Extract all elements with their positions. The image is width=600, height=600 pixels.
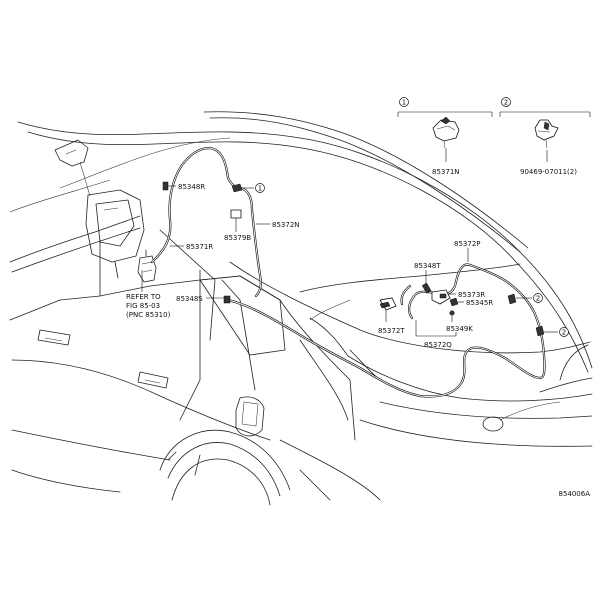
callout-2-upper: 2 xyxy=(536,295,540,303)
callouts: 85348R 1 85372N 85379B 85371R REFER TO F… xyxy=(126,183,569,349)
refer-note-line-1: REFER TO xyxy=(126,293,161,301)
inset-2-key: 2 xyxy=(504,99,508,107)
clip-90469-icon xyxy=(534,119,559,149)
label-85371R: 85371R xyxy=(186,243,213,251)
label-85348T: 85348T xyxy=(414,262,441,270)
label-85372P: 85372P xyxy=(454,240,481,248)
callout-1-circle xyxy=(255,183,265,193)
joint-85348S-icon xyxy=(223,295,231,304)
joint-85348R-icon xyxy=(162,181,169,191)
callout-2-lower-circle xyxy=(559,327,569,337)
grommet-body-icon xyxy=(230,209,242,219)
label-85373R: 85373R xyxy=(458,291,485,299)
callout-2-lower: 2 xyxy=(562,329,566,337)
washer-hose xyxy=(150,146,546,398)
nut-85349K-icon xyxy=(449,310,455,316)
refer-note-line-2: FIG 85-03 xyxy=(126,302,160,310)
washer-pump-icon xyxy=(137,249,157,283)
label-85345R: 85345R xyxy=(466,299,493,307)
label-85348R: 85348R xyxy=(178,183,205,191)
refer-note-line-3: (PNC 85310) xyxy=(126,311,171,319)
label-90469-07011: 90469-07011(2) xyxy=(520,168,577,176)
inset-1-key-circle xyxy=(399,97,409,107)
clip-lower-icon xyxy=(535,325,545,337)
inset-1: 1 85371N xyxy=(397,97,493,176)
inset-1-key: 1 xyxy=(402,99,406,107)
callout-1: 1 xyxy=(258,185,262,193)
figure-code: 854006A xyxy=(558,490,590,498)
label-85372N: 85372N xyxy=(272,221,300,229)
clip-85371N-icon xyxy=(432,116,460,149)
label-85372Q: 85372Q xyxy=(424,341,452,349)
clamp-85345R-icon xyxy=(449,297,459,307)
label-85348S: 85348S xyxy=(176,295,203,303)
label-85379B: 85379B xyxy=(224,234,251,242)
clamp-85371N-icon xyxy=(231,183,243,193)
vehicle-body xyxy=(9,111,593,506)
hose-fittings xyxy=(162,181,545,337)
inset-2-key-circle xyxy=(501,97,511,107)
label-85371N: 85371N xyxy=(432,168,460,176)
inset-2: 2 90469-07011(2) xyxy=(499,97,591,176)
callout-2-upper-circle xyxy=(533,293,543,303)
washer-tank-icon xyxy=(54,139,145,279)
label-85372T: 85372T xyxy=(378,327,405,335)
clip-upper-icon xyxy=(507,293,517,305)
label-85349K: 85349K xyxy=(446,325,473,333)
valve-85348T-icon xyxy=(421,282,432,294)
